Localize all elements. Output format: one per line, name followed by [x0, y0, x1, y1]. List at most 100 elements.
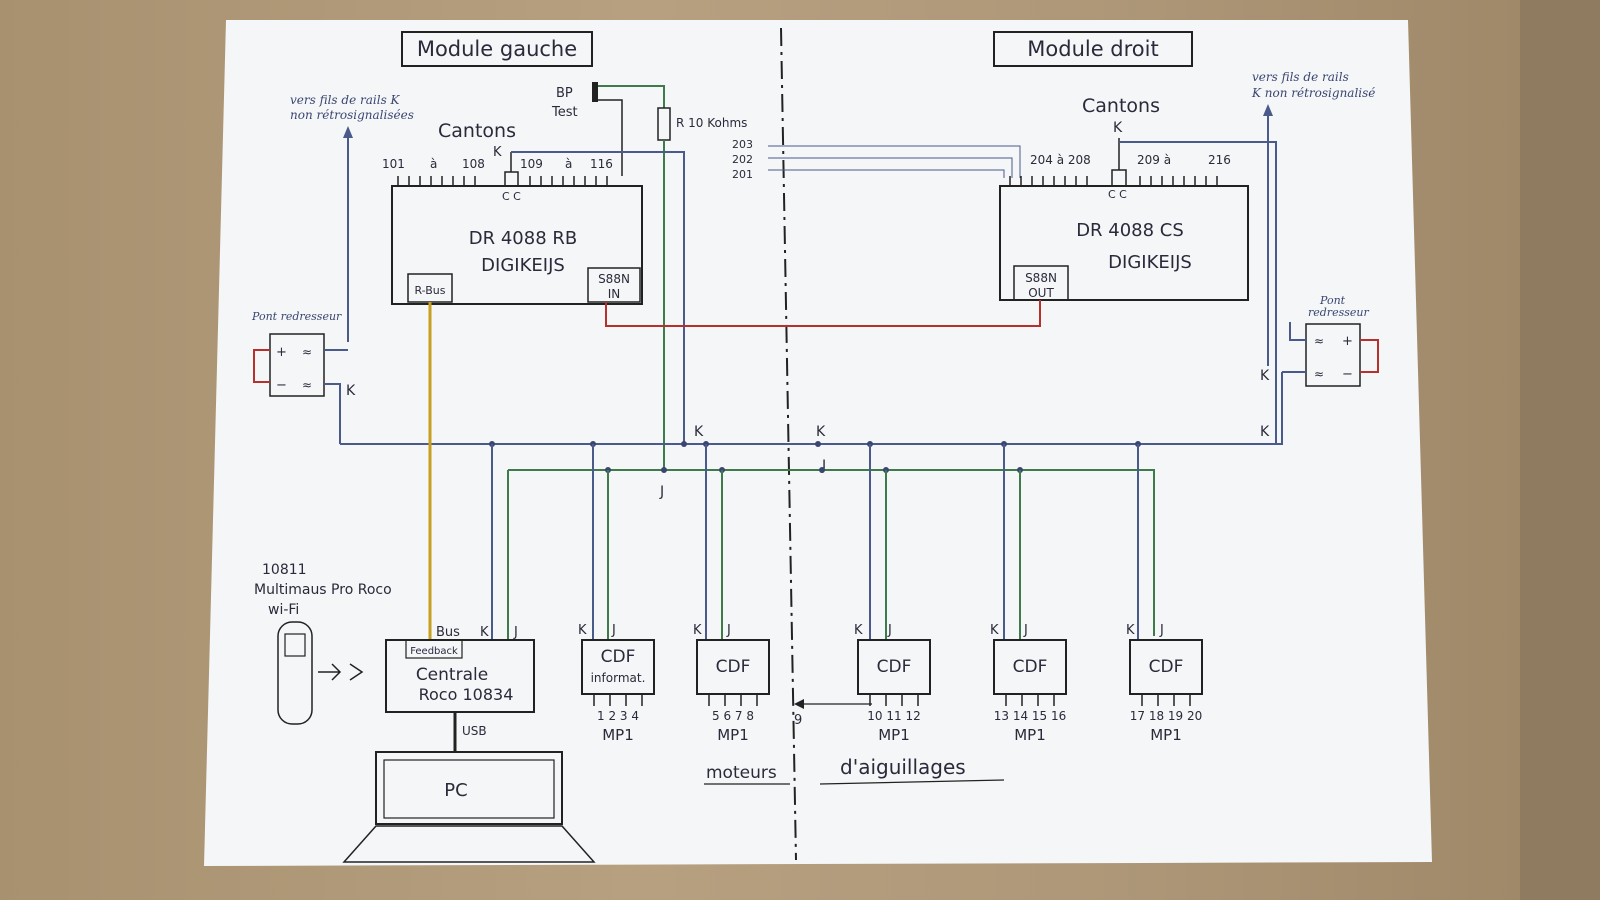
left-cc-label: C C [502, 190, 521, 203]
cdf-j-label: J [611, 623, 616, 638]
left-title-box [401, 31, 593, 67]
cdf-j-label: J [1023, 623, 1028, 638]
left-decoder-model: DR 4088 RB [469, 228, 577, 249]
right-cc-label: C C [1108, 188, 1127, 201]
left-range-b-end: 116 [590, 157, 613, 171]
cdf-outputs: 17 18 19 20 [1130, 709, 1203, 723]
k-drops [491, 444, 1139, 640]
cdf-outputs: 10 11 12 [867, 709, 920, 723]
left-rails-arrow [343, 126, 353, 138]
k-bus-label-center: K [816, 424, 826, 440]
output-9-label: 9 [794, 713, 802, 728]
cdf-j-label: J [1159, 623, 1164, 638]
pc-keyboard [342, 825, 596, 863]
cdf-j-label: J [887, 623, 892, 638]
cdf-k-label: K [990, 623, 999, 638]
cdf-outputs: 13 14 15 16 [994, 709, 1067, 723]
bp-wire-down [598, 99, 623, 176]
mouse-label-3: wi-Fi [268, 602, 299, 618]
cdf-outputs: 1 2 3 4 [597, 709, 639, 723]
wifi-arrow [318, 663, 364, 681]
footer-word-1: moteurs [706, 763, 777, 783]
left-s88-label-1: S88N [598, 272, 630, 286]
left-bridge-ac-1: ≈ [302, 345, 312, 359]
footer-underline-2 [819, 779, 1005, 785]
central-label-1: Centrale [416, 665, 488, 685]
pc-label: PC [444, 780, 467, 801]
wire-203 [768, 145, 1021, 178]
right-bridge-label-1: Pont [1319, 294, 1346, 307]
right-bridge-minus: − [1342, 367, 1353, 382]
cdf-group: MP1 [1014, 726, 1046, 744]
right-s88-label-1: S88N [1025, 271, 1057, 285]
bp-label: BP [556, 86, 573, 101]
right-decoder-brand: DIGIKEIJS [1108, 252, 1192, 273]
k-bus [340, 372, 1283, 445]
right-k-label: K [1113, 120, 1123, 136]
usb-label: USB [462, 724, 487, 738]
right-rails-note-2: K non rétrosignalisé [1251, 86, 1375, 100]
right-k-to-bus [1119, 141, 1277, 444]
cdf-title: CDF [1149, 657, 1184, 677]
left-range-b-start: 109 [520, 157, 543, 171]
multimaus-handset [277, 621, 313, 725]
left-module-title: Module gauche [417, 37, 577, 61]
left-bridge-minus: − [276, 378, 287, 393]
bp-wire [598, 85, 665, 108]
left-bridge-box [269, 333, 325, 397]
right-decoder-box [999, 185, 1249, 301]
cdf-box [581, 639, 655, 695]
feedback-port [405, 639, 463, 659]
cdf-outputs: 5 6 7 8 [712, 709, 754, 723]
central-label-2: Roco 10834 [419, 685, 514, 704]
in-203: 203 [732, 138, 753, 151]
left-range-a-start: 101 [382, 157, 405, 171]
right-s88-label-2: OUT [1028, 286, 1054, 300]
mouse-label-1: 10811 [262, 562, 307, 578]
left-cantons-label: Cantons [438, 120, 516, 142]
cdf-box [857, 639, 931, 695]
right-bridge-ac-2: ≈ [1314, 367, 1324, 381]
left-range-a-end: 108 [462, 157, 485, 171]
pc-screen [375, 751, 563, 825]
wire-201 [768, 169, 1005, 178]
cdf-group: MP1 [602, 726, 634, 744]
footer-word-2: d'aiguillages [840, 755, 966, 779]
right-bridge-ac-1: ≈ [1314, 334, 1324, 348]
resistor-label: R 10 Kohms [676, 116, 747, 130]
central-bus-label: Bus [436, 625, 460, 640]
right-decoder-pins [1009, 176, 1218, 186]
left-k-to-bus [511, 151, 685, 444]
cdf-title: CDF [716, 657, 751, 677]
in-202: 202 [732, 153, 753, 166]
right-bridge-ac-wire [1289, 322, 1306, 341]
left-bridge-plus: + [276, 345, 287, 360]
left-range-b-sep: à [565, 157, 572, 171]
right-decoder-model: DR 4088 CS [1076, 220, 1184, 241]
left-s88-label-2: IN [608, 287, 621, 301]
pc-screen-inner [383, 759, 555, 819]
module-separator [780, 27, 797, 861]
left-bridge-k: K [346, 383, 356, 399]
cdf-k-label: K [578, 623, 587, 638]
left-decoder-pins [397, 176, 608, 186]
right-edge-shadow [1520, 0, 1600, 900]
cdf-box [1129, 639, 1203, 695]
rbus-port-label: R-Bus [414, 284, 445, 297]
mouse-label-2: Multimaus Pro Roco [254, 582, 392, 598]
j-drops [507, 470, 1021, 640]
left-bridge-loop [253, 349, 270, 383]
left-decoder-box [391, 185, 643, 305]
cdf-title: CDF [877, 657, 912, 677]
j-bus-label-left: J [659, 484, 664, 500]
left-range-a-sep: à [430, 157, 437, 171]
right-bridge-plus: + [1342, 334, 1353, 349]
right-cantons-label: Cantons [1082, 95, 1160, 117]
